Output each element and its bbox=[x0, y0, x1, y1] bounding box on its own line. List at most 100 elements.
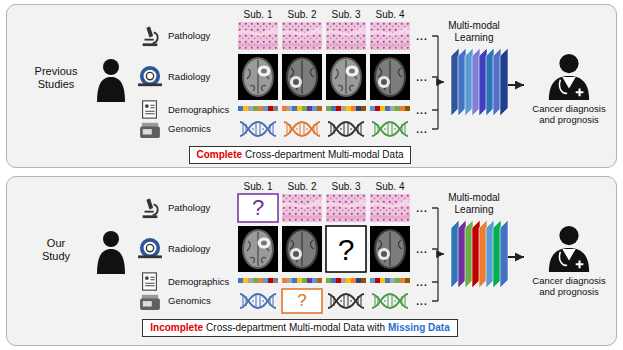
modality-label: Genomics bbox=[168, 124, 211, 134]
outcome-label: Cancer diagnosis and prognosis bbox=[524, 276, 614, 298]
arrow-connector bbox=[508, 256, 524, 258]
caption-text: Missing Data bbox=[388, 322, 450, 334]
merge-bracket bbox=[432, 36, 444, 129]
subject-label: Sub. 1 bbox=[244, 181, 273, 192]
sequencer-icon bbox=[140, 295, 160, 310]
microscope-icon bbox=[143, 26, 158, 46]
record-icon bbox=[143, 101, 157, 118]
modality-label: Genomics bbox=[168, 296, 211, 306]
radiology-image bbox=[326, 54, 366, 100]
pathology-image bbox=[282, 22, 322, 50]
sequencer-icon bbox=[140, 123, 160, 138]
modality-label: Radiology bbox=[168, 244, 210, 254]
modality-label: Demographics bbox=[168, 277, 229, 287]
demographic-bar bbox=[370, 278, 410, 283]
missing-box bbox=[326, 226, 366, 272]
dna-icon bbox=[328, 294, 364, 308]
study-panel: Our Study Multi-modal LearningCancer diag… bbox=[6, 176, 617, 346]
subject-label: Sub. 1 bbox=[244, 9, 273, 20]
panel-label: Our Study bbox=[36, 237, 76, 263]
ellipsis: ... bbox=[416, 105, 427, 116]
network-label: Multi-modal Learning bbox=[440, 192, 508, 215]
doctor-icon bbox=[549, 226, 589, 272]
person-icon bbox=[97, 59, 125, 102]
modality-label: Radiology bbox=[168, 72, 210, 82]
subject-label: Sub. 3 bbox=[332, 9, 361, 20]
panel-ground bbox=[6, 176, 617, 346]
demographic-bar bbox=[238, 278, 278, 283]
network-layer bbox=[500, 220, 508, 288]
scanner-icon bbox=[138, 240, 162, 258]
record-icon bbox=[143, 273, 157, 290]
radiology-image bbox=[282, 226, 322, 272]
network-layers bbox=[451, 220, 508, 288]
demographic-bar bbox=[282, 106, 322, 111]
microscope-icon bbox=[143, 198, 158, 218]
radiology-image bbox=[282, 54, 322, 100]
pathology-image bbox=[326, 22, 366, 50]
doctor-icon bbox=[549, 54, 589, 100]
pathology-image bbox=[282, 194, 322, 222]
doctor-block: Cancer diagnosis and prognosis bbox=[524, 50, 614, 126]
caption-text: Cross-department Multi-modal Data with bbox=[206, 322, 385, 334]
pathology-image bbox=[326, 194, 366, 222]
radiology-image bbox=[238, 54, 278, 100]
caption-text: Incomplete bbox=[150, 322, 203, 334]
subject-label: Sub. 4 bbox=[376, 9, 405, 20]
network-layers bbox=[451, 48, 508, 116]
network-layer bbox=[500, 48, 508, 116]
subject-label: Sub. 3 bbox=[332, 181, 361, 192]
modality-label: Pathology bbox=[168, 203, 210, 213]
caption-text: Cross-department Multi-modal Data bbox=[245, 149, 403, 161]
caption-box: CompleteCross-department Multi-modal Dat… bbox=[189, 146, 412, 164]
subject-label: Sub. 4 bbox=[376, 181, 405, 192]
pathology-image bbox=[238, 22, 278, 50]
demographic-bar bbox=[370, 106, 410, 111]
bottom-panel-art bbox=[97, 194, 589, 313]
ellipsis: ... bbox=[416, 244, 427, 255]
dna-icon bbox=[240, 294, 276, 308]
merge-bracket bbox=[432, 208, 444, 301]
panel-ground bbox=[6, 4, 617, 168]
dna-icon bbox=[240, 122, 276, 136]
study-panel: Previous Studies Multi-modal LearningCanc… bbox=[6, 4, 617, 168]
missing-mark: ? bbox=[297, 292, 306, 311]
ellipsis: ... bbox=[416, 124, 427, 135]
top-panel-art bbox=[97, 22, 589, 138]
panel-label: Previous Studies bbox=[25, 65, 87, 91]
dna-icon bbox=[284, 122, 320, 136]
modality-label: Demographics bbox=[168, 105, 229, 115]
radiology-image bbox=[238, 226, 278, 272]
demographic-bar bbox=[326, 106, 366, 111]
outcome-label: Cancer diagnosis and prognosis bbox=[524, 104, 614, 126]
dna-icon bbox=[372, 122, 408, 136]
demographic-bar bbox=[326, 278, 366, 283]
radiology-image bbox=[370, 54, 410, 100]
scanner-icon bbox=[138, 68, 162, 86]
missing-box bbox=[282, 289, 322, 313]
ellipsis: ... bbox=[416, 296, 427, 307]
demographic-bar bbox=[282, 278, 322, 283]
modality-label: Pathology bbox=[168, 31, 210, 41]
ellipsis: ... bbox=[416, 31, 427, 42]
ellipsis: ... bbox=[416, 72, 427, 83]
caption-box: IncompleteCross-department Multi-modal D… bbox=[142, 319, 457, 337]
dna-icon bbox=[372, 294, 408, 308]
radiology-image bbox=[370, 226, 410, 272]
ellipsis: ... bbox=[416, 203, 427, 214]
subject-label: Sub. 2 bbox=[288, 9, 317, 20]
ellipsis: ... bbox=[416, 277, 427, 288]
doctor-block: Cancer diagnosis and prognosis bbox=[524, 222, 614, 298]
pathology-image bbox=[370, 194, 410, 222]
network-block: Multi-modal Learning bbox=[440, 20, 508, 120]
pathology-image bbox=[370, 22, 410, 50]
missing-box bbox=[238, 194, 278, 222]
dna-icon bbox=[328, 122, 364, 136]
person-icon bbox=[97, 231, 125, 274]
network-label: Multi-modal Learning bbox=[440, 20, 508, 43]
arrow-connector bbox=[508, 84, 524, 86]
caption-text: Complete bbox=[197, 149, 243, 161]
